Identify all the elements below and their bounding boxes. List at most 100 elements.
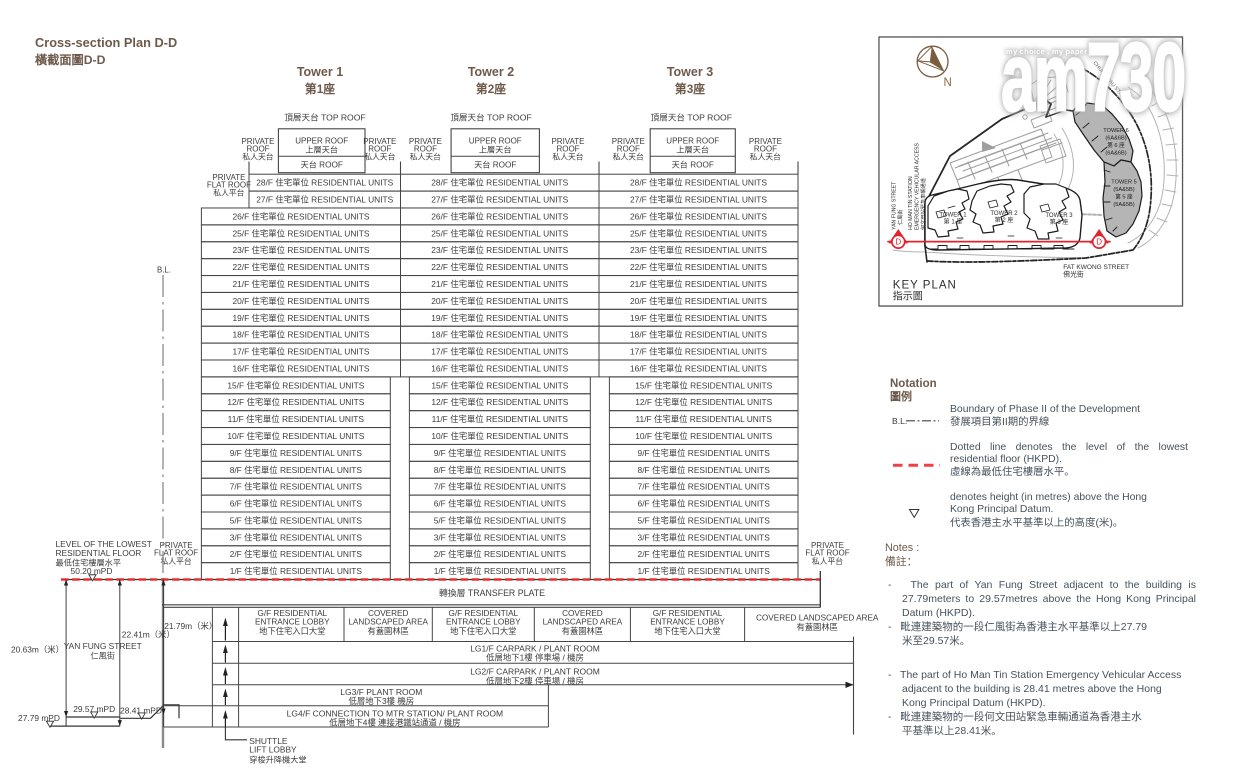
svg-text:G/F RESIDENTIAL: G/F RESIDENTIAL [448,609,518,618]
svg-text:頂層天台 TOP ROOF: 頂層天台 TOP ROOF [651,112,732,123]
svg-text:5/F 住宅單位 RESIDENTIAL UNITS: 5/F 住宅單位 RESIDENTIAL UNITS [434,515,567,525]
svg-text:15/F 住宅單位 RESIDENTIAL UNITS: 15/F 住宅單位 RESIDENTIAL UNITS [635,380,772,390]
svg-text:天台 ROOF: 天台 ROOF [672,159,714,169]
svg-text:FLAT ROOF: FLAT ROOF [154,549,198,558]
svg-text:(6A&6B): (6A&6B) [1105,151,1126,157]
svg-text:ENTRANCE LOBBY: ENTRANCE LOBBY [446,617,521,626]
svg-text:(6A&6B): (6A&6B) [1105,136,1126,142]
svg-text:UPPER ROOF: UPPER ROOF [666,137,719,146]
svg-text:私人平台: 私人平台 [213,187,244,197]
svg-text:18/F 住宅單位 RESIDENTIAL UNITS: 18/F 住宅單位 RESIDENTIAL UNITS [630,330,767,340]
svg-text:ROOF: ROOF [414,144,437,153]
svg-text:有蓋園林區: 有蓋園林區 [562,626,604,636]
svg-text:22/F 住宅單位 RESIDENTIAL UNITS: 22/F 住宅單位 RESIDENTIAL UNITS [431,262,568,272]
svg-text:UPPER ROOF: UPPER ROOF [295,137,348,146]
svg-text:ROOF: ROOF [246,144,269,153]
svg-text:PRIVATE: PRIVATE [212,173,245,182]
svg-text:RESIDENTIAL FLOOR: RESIDENTIAL FLOOR [56,548,142,558]
svg-text:9/F 住宅單位 RESIDENTIAL UNITS: 9/F 住宅單位 RESIDENTIAL UNITS [434,448,567,458]
svg-text:私人天台: 私人天台 [750,151,781,161]
svg-text:28/F 住宅單位 RESIDENTIAL UNITS: 28/F 住宅單位 RESIDENTIAL UNITS [256,178,393,188]
svg-text:29.57 mPD: 29.57 mPD [73,704,115,714]
svg-text:10/F 住宅單位 RESIDENTIAL UNITS: 10/F 住宅單位 RESIDENTIAL UNITS [227,431,364,441]
svg-text:ENTRANCE LOBBY: ENTRANCE LOBBY [650,617,725,626]
svg-text:23/F 住宅單位 RESIDENTIAL UNITS: 23/F 住宅單位 RESIDENTIAL UNITS [630,245,767,255]
svg-text:私人天台: 私人天台 [613,151,644,161]
svg-text:23/F 住宅單位 RESIDENTIAL UNITS: 23/F 住宅單位 RESIDENTIAL UNITS [431,245,568,255]
svg-text:am730: am730 [1001,24,1185,132]
svg-text:頂層天台 TOP ROOF: 頂層天台 TOP ROOF [450,112,531,123]
svg-text:23/F 住宅單位 RESIDENTIAL UNITS: 23/F 住宅單位 RESIDENTIAL UNITS [232,245,369,255]
svg-text:轉換層 TRANSFER PLATE: 轉換層 TRANSFER PLATE [439,587,545,598]
svg-text:17/F 住宅單位 RESIDENTIAL UNITS: 17/F 住宅單位 RESIDENTIAL UNITS [431,347,568,357]
svg-text:6/F 住宅單位 RESIDENTIAL UNITS: 6/F 住宅單位 RESIDENTIAL UNITS [230,499,363,509]
svg-text:ENTRANCE LOBBY: ENTRANCE LOBBY [255,617,330,626]
svg-text:3/F 住宅單位 RESIDENTIAL UNITS: 3/F 住宅單位 RESIDENTIAL UNITS [638,532,771,542]
svg-text:TOWER 2: TOWER 2 [990,211,1018,217]
svg-text:2/F 住宅單位 RESIDENTIAL UNITS: 2/F 住宅單位 RESIDENTIAL UNITS [230,549,363,559]
svg-text:10/F 住宅單位 RESIDENTIAL UNITS: 10/F 住宅單位 RESIDENTIAL UNITS [635,431,772,441]
svg-text:11/F 住宅單位 RESIDENTIAL UNITS: 11/F 住宅單位 RESIDENTIAL UNITS [636,414,773,424]
svg-text:7/F 住宅單位 RESIDENTIAL UNITS: 7/F 住宅單位 RESIDENTIAL UNITS [638,482,771,492]
svg-text:22/F 住宅單位 RESIDENTIAL UNITS: 22/F 住宅單位 RESIDENTIAL UNITS [232,262,369,272]
svg-text:上層天台: 上層天台 [479,145,512,155]
svg-text:11/F 住宅單位 RESIDENTIAL UNITS: 11/F 住宅單位 RESIDENTIAL UNITS [228,414,365,424]
svg-text:12/F 住宅單位 RESIDENTIAL UNITS: 12/F 住宅單位 RESIDENTIAL UNITS [227,397,364,407]
svg-text:FLAT ROOF: FLAT ROOF [207,180,251,189]
svg-text:第 5 座: 第 5 座 [1115,193,1133,201]
svg-text:私人天台: 私人天台 [410,151,441,161]
svg-text:9/F 住宅單位 RESIDENTIAL UNITS: 9/F 住宅單位 RESIDENTIAL UNITS [230,448,363,458]
svg-text:PRIVATE: PRIVATE [811,541,844,550]
svg-text:PRIVATE: PRIVATE [612,137,645,146]
svg-text:2/F 住宅單位 RESIDENTIAL UNITS: 2/F 住宅單位 RESIDENTIAL UNITS [434,549,567,559]
svg-text:私人天台: 私人天台 [242,151,273,161]
svg-text:27/F 住宅單位 RESIDENTIAL UNITS: 27/F 住宅單位 RESIDENTIAL UNITS [256,195,393,205]
svg-text:私人平台: 私人平台 [161,556,192,566]
svg-text:天台 ROOF: 天台 ROOF [301,159,343,169]
svg-text:22/F 住宅單位 RESIDENTIAL UNITS: 22/F 住宅單位 RESIDENTIAL UNITS [630,262,767,272]
svg-text:LG4/F CONNECTION TO MTR STATI: LG4/F CONNECTION TO MTR STATION/ PLANT R… [287,709,503,719]
svg-text:COVERED: COVERED [368,609,409,618]
svg-text:ROOF: ROOF [617,144,640,153]
svg-text:20/F 住宅單位 RESIDENTIAL UNITS: 20/F 住宅單位 RESIDENTIAL UNITS [630,296,767,306]
svg-text:低層地下4樓 連接港鐵站通道 / 機房: 低層地下4樓 連接港鐵站通道 / 機房 [329,718,460,728]
svg-text:6/F 住宅單位 RESIDENTIAL UNITS: 6/F 住宅單位 RESIDENTIAL UNITS [434,499,567,509]
svg-text:21/F 住宅單位 RESIDENTIAL UNITS: 21/F 住宅單位 RESIDENTIAL UNITS [630,279,767,289]
svg-text:20.63m（米）: 20.63m（米） [11,644,64,654]
svg-text:5/F 住宅單位 RESIDENTIAL UNITS: 5/F 住宅單位 RESIDENTIAL UNITS [638,515,771,525]
svg-text:21/F 住宅單位 RESIDENTIAL UNITS: 21/F 住宅單位 RESIDENTIAL UNITS [431,279,568,289]
svg-text:有蓋園林區: 有蓋園林區 [367,626,409,636]
svg-text:15/F 住宅單位 RESIDENTIAL UNITS: 15/F 住宅單位 RESIDENTIAL UNITS [227,380,364,390]
svg-text:PRIVATE: PRIVATE [551,137,584,146]
svg-text:22.41m（米）: 22.41m（米） [122,629,175,639]
svg-text:仁風街: 仁風街 [90,651,115,661]
svg-text:1/F 住宅單位 RESIDENTIAL UNITS: 1/F 住宅單位 RESIDENTIAL UNITS [638,566,771,576]
svg-text:1/F 住宅單位 RESIDENTIAL UNITS: 1/F 住宅單位 RESIDENTIAL UNITS [434,566,567,576]
svg-text:28.41 mPD: 28.41 mPD [120,705,162,715]
svg-text:27/F 住宅單位 RESIDENTIAL UNITS: 27/F 住宅單位 RESIDENTIAL UNITS [431,195,568,205]
svg-text:YAN FUNG STREET: YAN FUNG STREET [892,181,898,230]
svg-text:3/F 住宅單位 RESIDENTIAL UNITS: 3/F 住宅單位 RESIDENTIAL UNITS [434,532,567,542]
svg-text:地下住宅入口大堂: 地下住宅入口大堂 [654,626,720,636]
svg-text:17/F 住宅單位 RESIDENTIAL UNITS: 17/F 住宅單位 RESIDENTIAL UNITS [232,347,369,357]
svg-text:(5A&5B): (5A&5B) [1113,202,1134,208]
svg-text:第 1 座: 第 1 座 [944,218,963,226]
svg-text:19/F 住宅單位 RESIDENTIAL UNITS: 19/F 住宅單位 RESIDENTIAL UNITS [630,313,767,323]
svg-text:15/F 住宅單位 RESIDENTIAL UNITS: 15/F 住宅單位 RESIDENTIAL UNITS [431,380,568,390]
svg-text:21.79m（米）: 21.79m（米） [164,621,217,631]
svg-text:25/F 住宅單位 RESIDENTIAL UNITS: 25/F 住宅單位 RESIDENTIAL UNITS [630,228,767,238]
svg-text:25/F 住宅單位 RESIDENTIAL UNITS: 25/F 住宅單位 RESIDENTIAL UNITS [232,228,369,238]
svg-text:KEY PLAN: KEY PLAN [893,280,957,292]
svg-text:ROOF: ROOF [754,144,777,153]
svg-text:am730: am730 [1001,24,1185,132]
svg-text:UPPER ROOF: UPPER ROOF [469,137,522,146]
svg-text:B.L.: B.L. [157,266,171,275]
svg-text:16/F 住宅單位 RESIDENTIAL UNITS: 16/F 住宅單位 RESIDENTIAL UNITS [232,363,369,373]
svg-text:PRIVATE: PRIVATE [363,137,396,146]
svg-text:50.20 mPD: 50.20 mPD [71,566,113,576]
svg-text:LG2/F CARPARK / PLANT ROOM: LG2/F CARPARK / PLANT ROOM [470,667,600,677]
svg-text:D: D [1096,238,1102,247]
svg-text:16/F 住宅單位 RESIDENTIAL UNITS: 16/F 住宅單位 RESIDENTIAL UNITS [630,363,767,373]
svg-text:27/F 住宅單位 RESIDENTIAL UNITS: 27/F 住宅單位 RESIDENTIAL UNITS [630,195,767,205]
svg-text:TOWER 1: TOWER 1 [939,213,967,219]
